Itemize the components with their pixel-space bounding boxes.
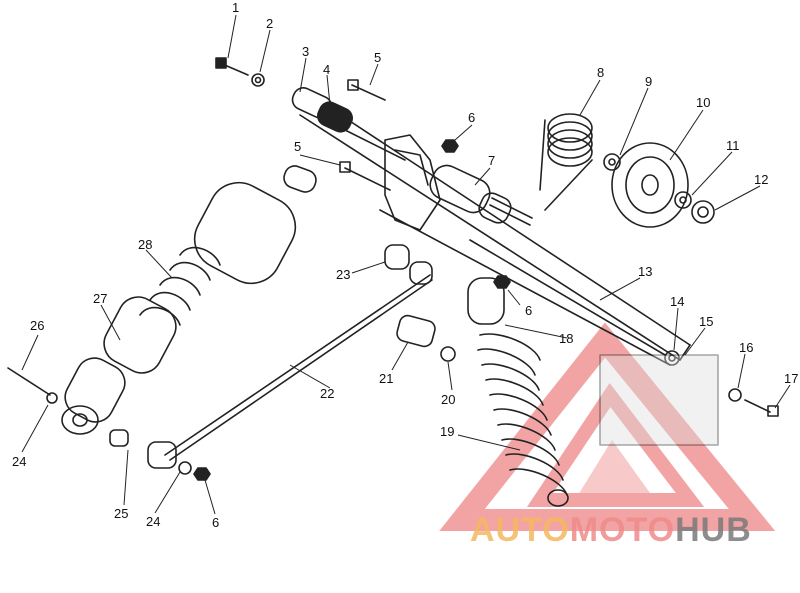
callout-27: 27 (93, 291, 107, 306)
callout-1: 1 (232, 0, 239, 15)
callout-18: 18 (559, 331, 573, 346)
callout-6c: 6 (212, 515, 219, 530)
callout-5a: 5 (374, 50, 381, 65)
watermark-logo (439, 322, 776, 531)
callout-14: 14 (670, 294, 684, 309)
watermark-auto: AUTO (470, 511, 570, 549)
callout-3: 3 (302, 44, 309, 59)
callout-17: 17 (784, 371, 798, 386)
svg-text:AUTOMOTOHUB: AUTOMOTOHUB (470, 511, 752, 549)
watermark-hub: HUB (675, 511, 752, 549)
watermark-moto: MOTO (570, 511, 675, 549)
front-shock-18-19 (467, 277, 569, 507)
callout-19: 19 (440, 424, 454, 439)
torsion-spring-8 (539, 113, 593, 211)
callout-13: 13 (638, 264, 652, 279)
callout-5b: 5 (294, 139, 301, 154)
callout-28: 28 (138, 237, 152, 252)
watermark-text: AUTOMOTOHUB (470, 511, 752, 549)
suspension-drawing (7, 57, 779, 507)
callout-16: 16 (739, 340, 753, 355)
callout-20: 20 (441, 392, 455, 407)
callout-26: 26 (30, 318, 44, 333)
callout-6a: 6 (468, 110, 475, 125)
callout-12: 12 (754, 172, 768, 187)
callout-23: 23 (336, 267, 350, 282)
callout-7: 7 (488, 153, 495, 168)
callout-11: 11 (726, 138, 740, 153)
callout-10: 10 (696, 95, 710, 110)
callout-24b: 24 (146, 514, 160, 529)
rear-shock-large (61, 181, 297, 435)
callout-25: 25 (114, 506, 128, 521)
callout-4: 4 (323, 62, 330, 77)
callout-2: 2 (266, 16, 273, 31)
callout-8: 8 (597, 65, 604, 80)
callout-9: 9 (645, 74, 652, 89)
callout-labels: 1 2 3 4 5 5 6 6 6 7 8 9 10 11 12 13 14 1… (12, 0, 798, 530)
callout-15: 15 (699, 314, 713, 329)
callout-21: 21 (379, 371, 393, 386)
leader-lines (21, 14, 791, 515)
callout-6b: 6 (525, 303, 532, 318)
callout-22: 22 (320, 386, 334, 401)
callout-24a: 24 (12, 454, 26, 469)
